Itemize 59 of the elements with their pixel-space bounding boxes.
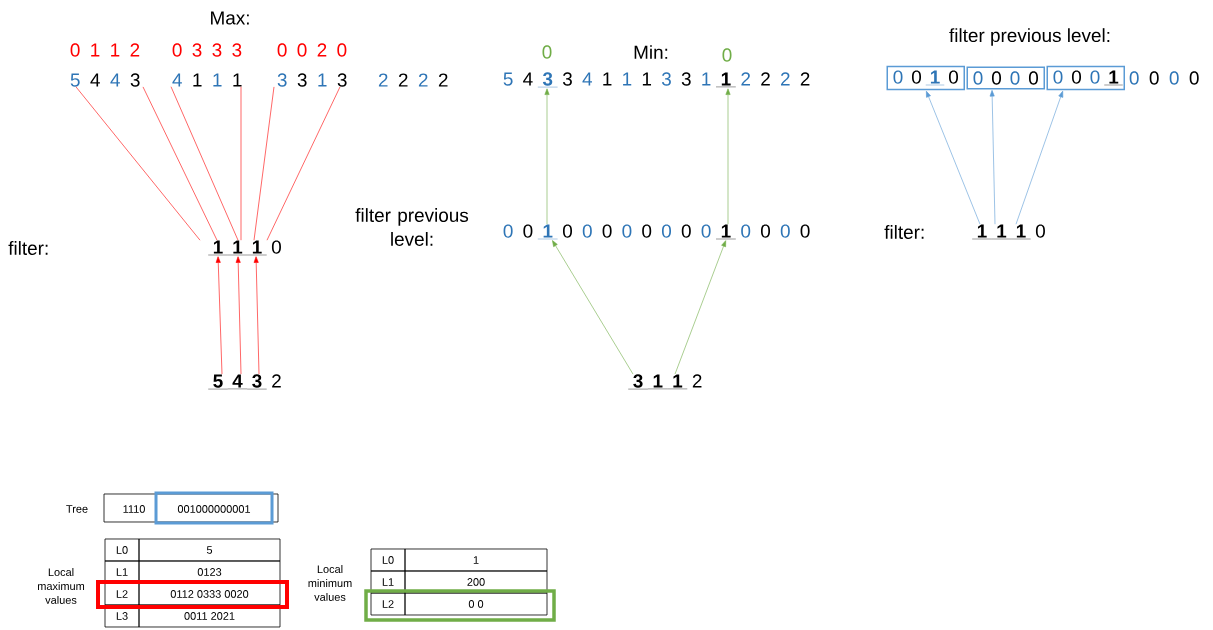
digit-row: 3 1 1 2 bbox=[628, 374, 702, 390]
bit-box: 0 0 0 0 bbox=[966, 66, 1045, 90]
table-cell: 0123 bbox=[138, 560, 281, 584]
value-row: 0 0 2 0 bbox=[277, 43, 347, 57]
digit-row: 1 1 1 0 bbox=[972, 224, 1045, 240]
value-row: 0 bbox=[542, 45, 552, 59]
value-row: 0 bbox=[722, 48, 732, 62]
value-row: 0 1 1 2 bbox=[70, 43, 140, 57]
arrow bbox=[674, 240, 726, 375]
arrow bbox=[215, 256, 223, 375]
digit-row: 2 2 2 2 bbox=[378, 73, 448, 87]
table-cell: 5 bbox=[138, 538, 281, 562]
table-cell: 0011 2021 bbox=[138, 604, 281, 628]
connector-line bbox=[240, 86, 242, 241]
value-row: 0 3 3 3 bbox=[172, 43, 242, 57]
heading: filter previous level: bbox=[949, 28, 1110, 46]
arrow bbox=[725, 88, 731, 225]
table-cell: 200 bbox=[404, 570, 548, 594]
row-label: filter: bbox=[884, 225, 924, 239]
connector-line bbox=[253, 86, 275, 241]
table-cell: L2 bbox=[370, 592, 406, 616]
digit-row: 5 4 3 2 bbox=[208, 374, 281, 390]
table-cell: L1 bbox=[104, 560, 140, 584]
digit-row: 0 0 0 0 bbox=[1129, 71, 1199, 85]
table-caption: Local maximum values bbox=[38, 568, 85, 604]
arrow bbox=[926, 90, 981, 225]
table-cell: L3 bbox=[104, 604, 140, 628]
table-cell: L1 bbox=[370, 570, 406, 594]
table-cell: L2 bbox=[104, 582, 140, 606]
table-cell: 1 bbox=[404, 548, 548, 572]
arrow bbox=[235, 256, 242, 375]
row-label: filter previous level: bbox=[355, 208, 469, 246]
table-cell: 0 0 bbox=[404, 592, 548, 616]
digit-row: 5 4 3 3 4 1 1 1 3 3 1 1 2 2 2 2 bbox=[503, 72, 810, 88]
digit-row: 0 0 1 0 0 0 0 0 0 0 0 1 0 0 0 0 bbox=[503, 224, 810, 240]
table-cell: 0112 0333 0020 bbox=[138, 582, 281, 606]
arrow bbox=[552, 240, 634, 375]
heading: Max: bbox=[211, 11, 249, 25]
arrow bbox=[989, 90, 996, 225]
bit-box: 0 0 0 1 bbox=[1046, 65, 1125, 91]
digit-row: 3 3 1 3 bbox=[277, 73, 347, 87]
arrow bbox=[1015, 90, 1064, 225]
connector-line bbox=[170, 86, 239, 241]
digit-row: 5 4 4 3 bbox=[70, 73, 140, 87]
arrow bbox=[544, 88, 550, 225]
bit-box: 0 0 1 0 bbox=[886, 65, 965, 91]
table-cell: L0 bbox=[104, 538, 140, 562]
arrow bbox=[253, 256, 260, 375]
cell-value: 001000000001 bbox=[177, 505, 251, 513]
table-cell: L0 bbox=[370, 548, 406, 572]
connector-line bbox=[266, 86, 341, 241]
digit-row: 4 1 1 1 bbox=[172, 73, 242, 87]
row-label: filter: bbox=[8, 241, 48, 255]
digit-row: 1 1 1 0 bbox=[208, 240, 281, 256]
row-label: Tree bbox=[66, 505, 88, 513]
table-caption: Local minimum values bbox=[308, 565, 352, 601]
connector-line bbox=[75, 86, 201, 241]
cell-value: 1110 bbox=[123, 505, 145, 513]
connector-line bbox=[142, 86, 218, 241]
